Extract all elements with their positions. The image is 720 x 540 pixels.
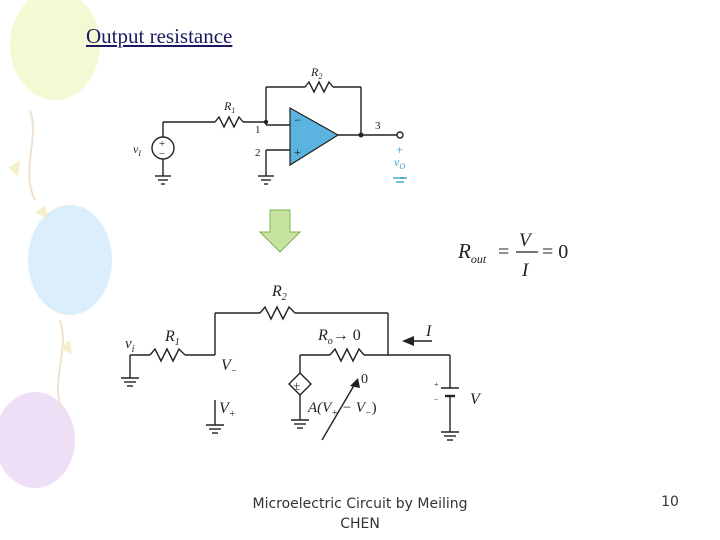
page-number: 10 <box>661 494 679 510</box>
top-plus-sign: + <box>294 145 301 159</box>
r2-top-sub: 2 <box>318 72 322 81</box>
source-voltage-label: V <box>470 391 482 408</box>
top-source-plus: + <box>159 138 165 150</box>
balloon-decoration <box>0 0 112 488</box>
top-circuit <box>151 80 404 185</box>
svg-text:R2: R2 <box>271 283 287 303</box>
node-2-label: 2 <box>255 147 261 159</box>
svg-text:R1: R1 <box>164 328 180 348</box>
svg-text:Ro→ 0: Ro→ 0 <box>317 327 361 347</box>
slide-title: Output resistance <box>86 24 233 48</box>
rout-formula: Rout = V I = 0 <box>457 230 568 281</box>
formula-rhs: = 0 <box>542 241 568 263</box>
formula-eq: = <box>498 241 509 263</box>
vout-plus: + <box>396 142 403 157</box>
r1-top-label: R <box>223 99 232 113</box>
dep-close: ) <box>372 400 377 416</box>
zero-arrow-head <box>350 378 360 388</box>
vplus-sub: + <box>229 409 236 420</box>
node-3-label: 3 <box>375 120 381 132</box>
svg-text:R2: R2 <box>310 65 322 81</box>
down-arrow <box>258 209 302 253</box>
top-minus-sign: − <box>294 113 301 127</box>
current-label: I <box>425 323 432 340</box>
battery-minus: − <box>434 395 439 404</box>
svg-text:vi: vi <box>125 336 135 355</box>
resistor-r1-bottom <box>149 347 186 363</box>
r2-bottom-sub: 2 <box>282 292 287 303</box>
dep-plus-sub: + <box>331 408 338 419</box>
current-arrow-head <box>402 336 414 346</box>
resistor-r2-top <box>304 80 334 94</box>
r2-top-label: R <box>310 65 319 79</box>
dep-source-label: A(V <box>307 400 333 416</box>
vminus-label: V <box>221 357 233 374</box>
footer-line-1: Microelectric Circuit by Meiling <box>252 496 468 512</box>
vout-label: v <box>394 155 400 169</box>
slide-footer: Microelectric Circuit by Meiling CHEN <box>240 494 480 534</box>
ro-value: → 0 <box>333 327 361 344</box>
vin-top-label: v <box>133 142 139 156</box>
vplus-label: V <box>219 400 231 417</box>
rout-symbol: R <box>457 239 471 263</box>
resistor-r2-bottom <box>259 305 296 321</box>
footer-line-2: CHEN <box>340 516 380 532</box>
svg-text:A(V+ − V−): A(V+ − V−) <box>307 400 377 419</box>
svg-text:vI: vI <box>133 142 141 158</box>
dep-pm: ± <box>293 378 300 393</box>
resistor-ro <box>329 347 365 363</box>
ro-sub: o <box>328 336 333 347</box>
svg-text:vO: vO <box>394 155 405 171</box>
svg-text:Rout: Rout <box>457 239 487 266</box>
formula-numerator: V <box>519 230 533 251</box>
vin-top-sub: I <box>137 149 141 158</box>
opamp-triangle-top <box>289 106 340 167</box>
r1-bottom-sub: 1 <box>175 337 180 348</box>
vout-sub: O <box>399 162 405 171</box>
vi-sub: i <box>132 344 135 355</box>
top-source-minus: − <box>159 148 165 160</box>
svg-text:V−: V− <box>221 357 238 377</box>
node-1-label: 1 <box>255 124 261 136</box>
formula-denominator: I <box>521 260 530 281</box>
zero-label: 0 <box>361 372 368 387</box>
bottom-circuit <box>121 305 459 441</box>
dep-mid: − V <box>338 400 367 416</box>
r2-bottom-label: R <box>271 283 282 300</box>
svg-text:V+: V+ <box>219 400 236 420</box>
svg-text:R1: R1 <box>223 99 235 115</box>
dep-minus-sub: − <box>365 408 372 419</box>
r1-bottom-label: R <box>164 328 175 345</box>
resistor-r1-top <box>214 115 244 129</box>
rout-sub: out <box>471 252 487 266</box>
vi-label: v <box>125 336 132 352</box>
r1-top-sub: 1 <box>231 106 235 115</box>
vminus-sub: − <box>231 366 238 377</box>
battery-plus: + <box>434 380 439 389</box>
ro-label: R <box>317 327 328 344</box>
